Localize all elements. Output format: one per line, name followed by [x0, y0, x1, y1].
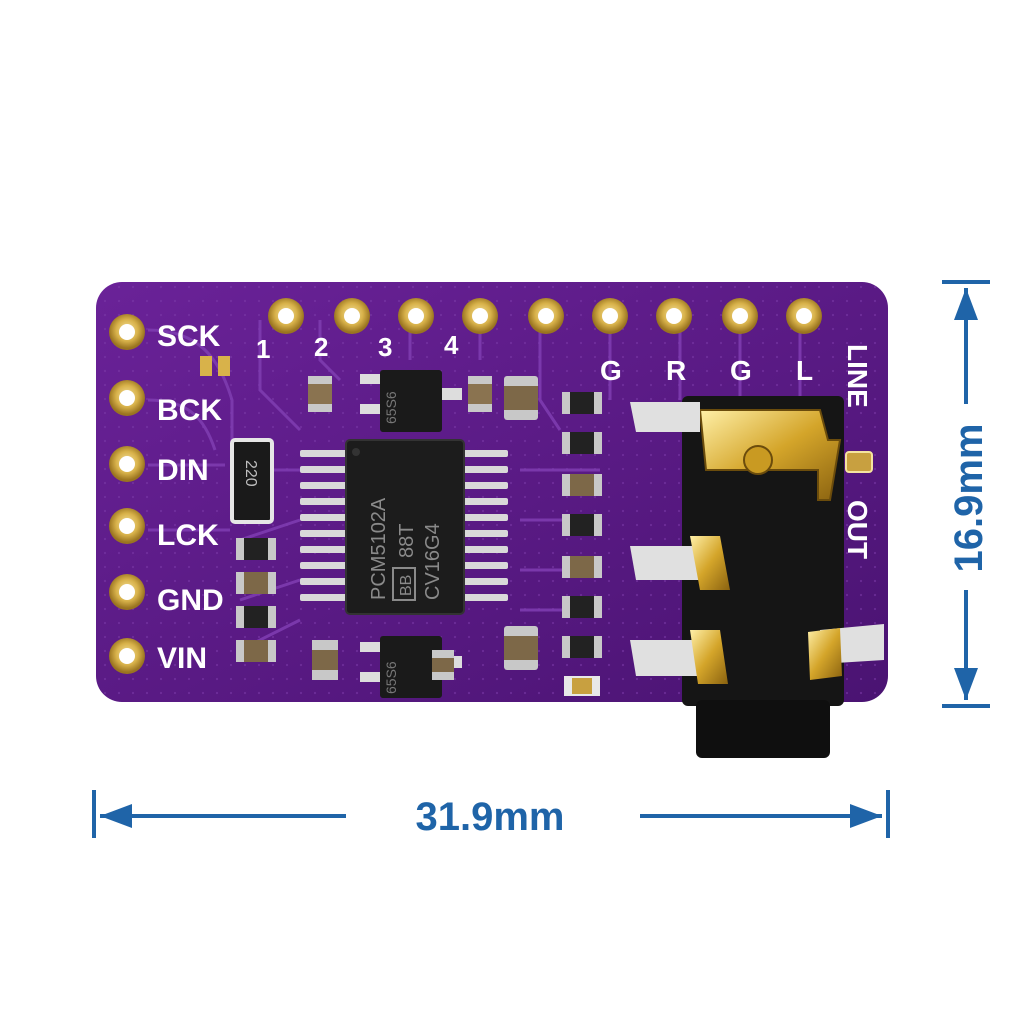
top-label-1: 1 — [256, 334, 270, 364]
pin-label-vin: VIN — [157, 642, 207, 675]
audio-jack — [630, 396, 884, 758]
pin-pad — [786, 298, 822, 334]
resistor — [562, 596, 602, 618]
top-label-g2: G — [730, 355, 752, 386]
line-label: LINE — [842, 344, 873, 408]
out-label: OUT — [842, 500, 873, 559]
resistor — [236, 640, 276, 662]
chip-leads-left — [300, 450, 348, 601]
height-arrow-top-head — [954, 288, 978, 320]
pin-pad — [109, 638, 145, 674]
top-label-2: 2 — [314, 332, 328, 362]
pin-pad — [109, 446, 145, 482]
resistor — [562, 392, 602, 414]
capacitor — [312, 640, 338, 680]
jack-pin-right — [808, 628, 842, 680]
chip-lot-code: 88T — [396, 524, 418, 558]
chip-body — [345, 439, 465, 615]
jack-housing — [682, 396, 844, 706]
jack-tab-left-top — [630, 402, 700, 432]
chip-logo-box — [392, 567, 416, 601]
resistor — [562, 474, 602, 496]
resistor-array-code: 220 — [242, 460, 259, 487]
jack-pin-bottom — [690, 630, 728, 684]
top-label-4: 4 — [444, 330, 459, 360]
pin-pad — [462, 298, 498, 334]
pin-label-bck: BCK — [157, 394, 222, 427]
resistor — [562, 514, 602, 536]
chip-date-code: CV16G4 — [422, 523, 444, 600]
resistor — [236, 572, 276, 594]
width-dimension: 31.9mm — [92, 790, 890, 839]
height-dimension: 16.9mm — [942, 280, 991, 708]
capacitor — [308, 376, 332, 412]
jumper-pad — [200, 356, 230, 376]
resistor — [562, 556, 602, 578]
smd-components — [200, 356, 602, 696]
height-label: 16.9mm — [947, 424, 991, 573]
regulator-top: 65S6 — [360, 370, 462, 432]
pin-pad — [656, 298, 692, 334]
chip-leads-right — [460, 450, 508, 601]
jack-rivet — [743, 445, 773, 475]
capacitor — [504, 376, 538, 420]
pin-pad — [722, 298, 758, 334]
chip-logo: BB — [398, 575, 415, 596]
top-label-l: L — [796, 355, 813, 386]
top-pin-header — [268, 298, 822, 334]
pin-label-lck: LCK — [157, 519, 219, 552]
pin-pad — [592, 298, 628, 334]
pin-pad — [109, 314, 145, 350]
capacitor — [432, 650, 454, 680]
resistor — [236, 606, 276, 628]
dac-chip: PCM5102A BB 88T CV16G4 — [300, 439, 508, 615]
jack-barrel — [696, 700, 830, 758]
jack-pin-mid — [690, 536, 730, 590]
resistor — [562, 432, 602, 454]
pin-pad — [109, 574, 145, 610]
pin-pad — [109, 508, 145, 544]
pin-pad — [109, 380, 145, 416]
width-arrow-left-head — [100, 804, 132, 828]
chip-part-number: PCM5102A — [368, 497, 390, 600]
resistor-array: 220 — [230, 438, 274, 524]
width-label: 31.9mm — [416, 795, 565, 839]
pin-pad — [398, 298, 434, 334]
pin-label-gnd: GND — [157, 584, 224, 617]
pin-label-sck: SCK — [157, 320, 221, 353]
height-arrow-bottom-head — [954, 668, 978, 700]
top-label-3: 3 — [378, 332, 392, 362]
pin-pad — [268, 298, 304, 334]
left-pin-header — [109, 314, 145, 674]
capacitor — [504, 626, 538, 670]
pin-label-din: DIN — [157, 454, 209, 487]
pin-pad — [528, 298, 564, 334]
regulator-code-bottom: 65S6 — [383, 661, 399, 694]
left-pin-labels: SCK BCK DIN LCK GND VIN — [157, 320, 224, 675]
pin-pad — [334, 298, 370, 334]
chip-pin1-dot — [352, 448, 360, 456]
resistor — [236, 538, 276, 560]
capacitor — [468, 376, 492, 412]
width-arrow-right-head — [850, 804, 882, 828]
top-label-g1: G — [600, 355, 622, 386]
resistor — [562, 636, 602, 658]
led — [564, 676, 600, 696]
top-label-r: R — [666, 355, 686, 386]
top-pin-labels: 1 2 3 4 G R G L — [256, 330, 813, 386]
chip-marking: PCM5102A BB 88T CV16G4 — [368, 497, 444, 601]
led-indicator — [845, 451, 873, 473]
regulator-code-top: 65S6 — [383, 391, 399, 424]
